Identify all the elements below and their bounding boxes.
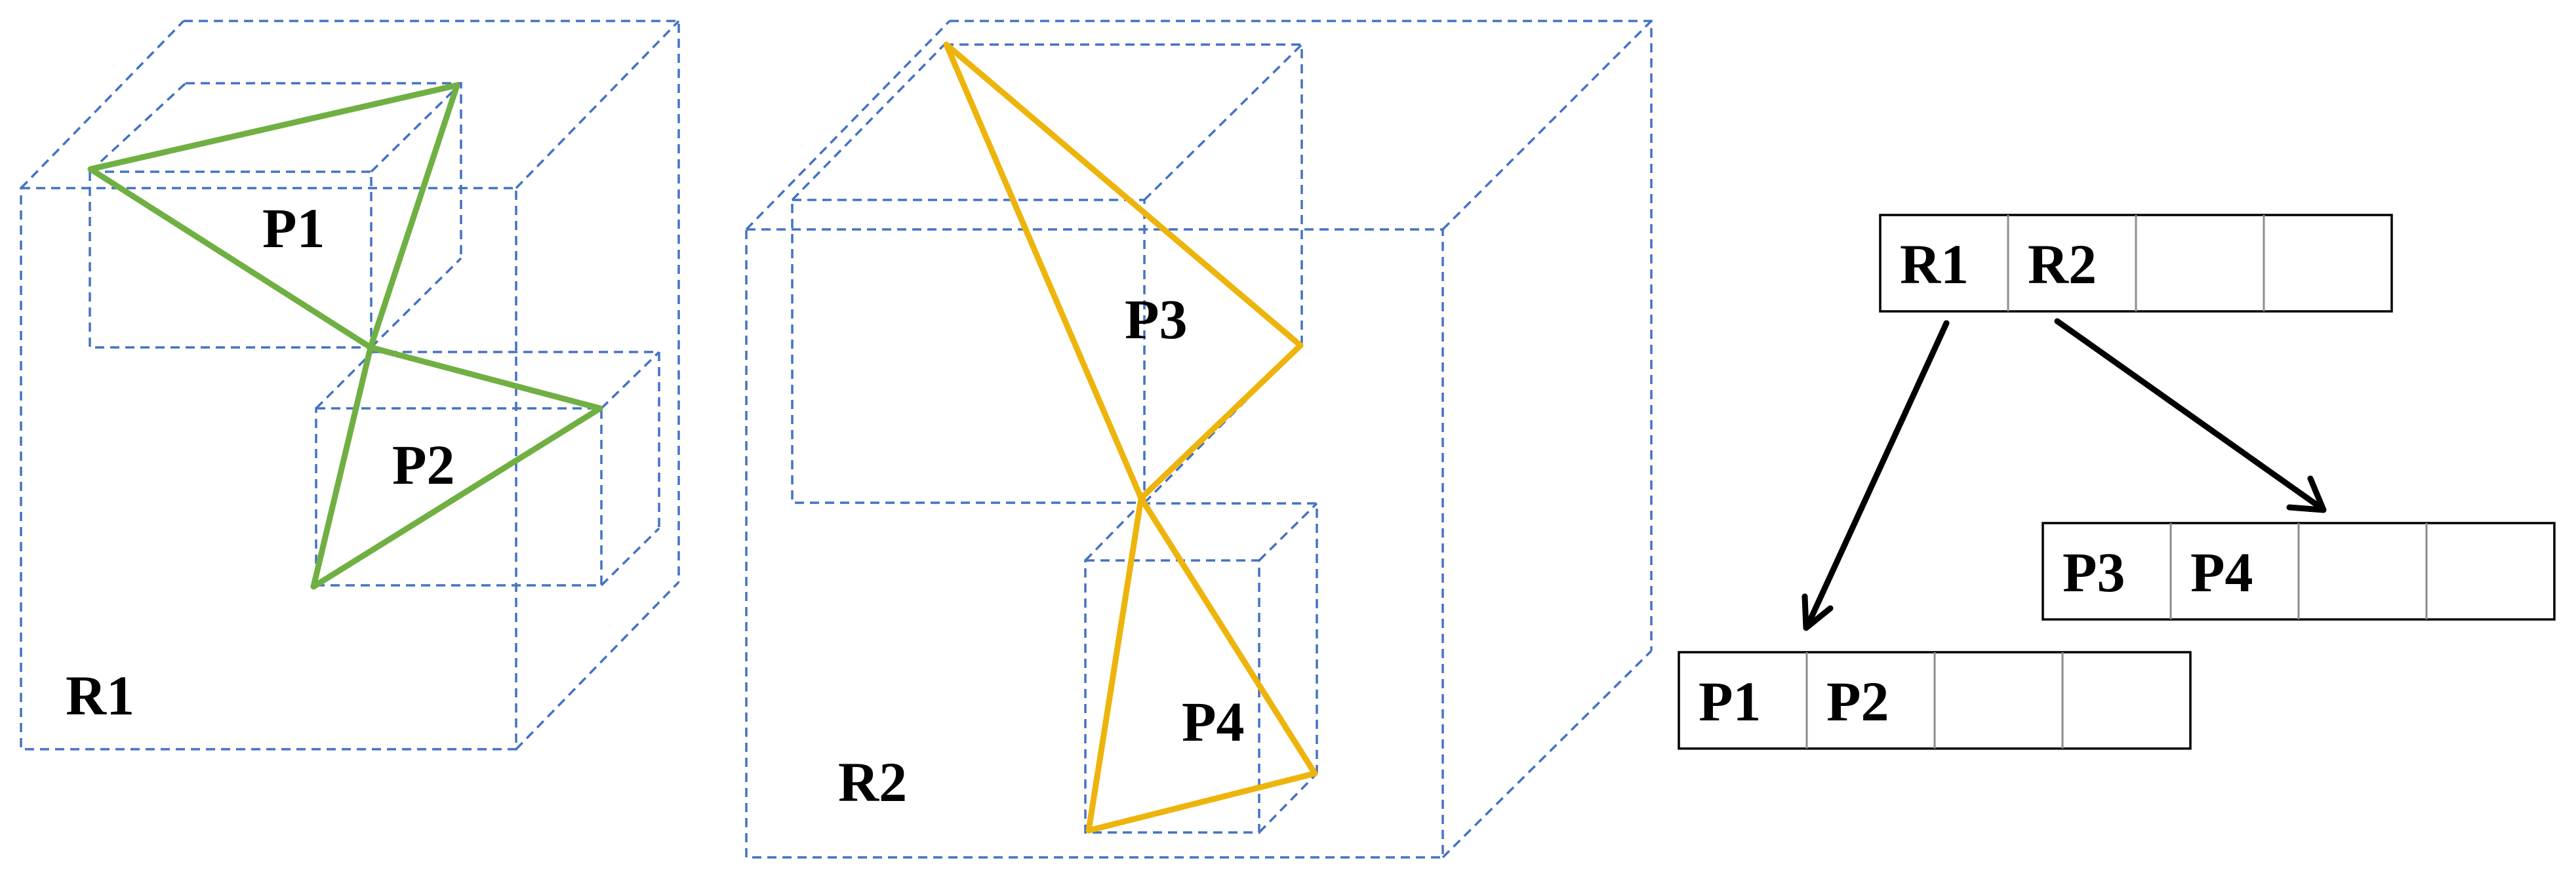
label-r2: R2: [838, 751, 907, 813]
arrow-r1-to-child: [1801, 320, 1950, 631]
label-p1: P1: [262, 197, 325, 260]
label-p2: P2: [392, 433, 455, 496]
child-entry-p3: P3: [2063, 541, 2125, 604]
child-entry-p2: P2: [1826, 670, 1889, 733]
bounding-box-p2: [315, 351, 660, 587]
scene-r1: P1 P2 R1: [20, 20, 680, 751]
label-r1: R1: [66, 664, 134, 727]
triangle-p3: [943, 41, 1304, 501]
arrow-r2-to-child: [2054, 318, 2327, 513]
child-entry-p1: P1: [1699, 670, 1761, 733]
scene-r2: P3 P4 R2: [745, 20, 1653, 859]
root-node: R1 R2: [1879, 214, 2393, 313]
triangle-p2: [310, 344, 603, 590]
child-node-r1: P1 P2: [1678, 651, 2192, 750]
root-entry-r1: R1: [1900, 233, 1969, 296]
root-entry-r2: R2: [2028, 233, 2097, 296]
triangle-p1: [87, 82, 460, 351]
label-p4: P4: [1182, 690, 1245, 753]
label-p3: P3: [1125, 288, 1188, 351]
child-entry-p4: P4: [2190, 541, 2253, 604]
child-node-r2: P3 P4: [2042, 522, 2556, 621]
bounding-box-r2: [745, 20, 1653, 859]
bounding-box-r1: [20, 20, 680, 751]
rtree-structure: R1 R2 P3 P4 P1 P2: [1678, 214, 2556, 750]
triangle-p4: [1085, 495, 1318, 834]
bounding-box-p4: [1084, 502, 1318, 834]
